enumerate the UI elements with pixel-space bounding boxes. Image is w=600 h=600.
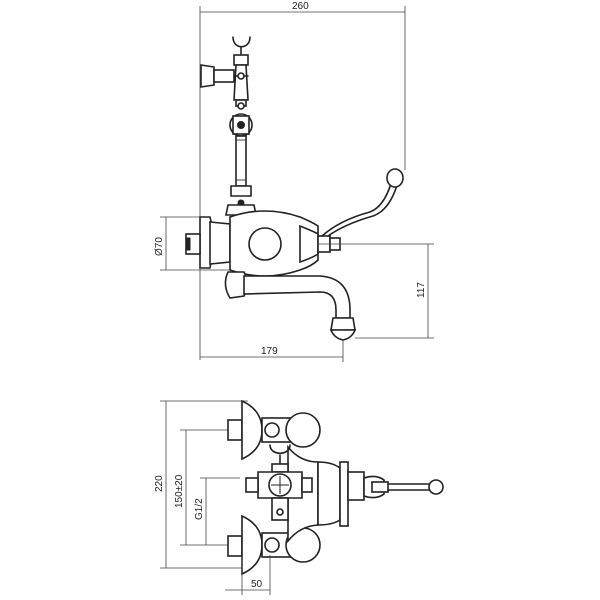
dimension-total-height: 220	[154, 400, 248, 569]
dim-260: 260	[292, 1, 309, 12]
shower-holder	[200, 36, 257, 216]
side-elevation: 260	[154, 1, 434, 362]
dim-117: 117	[416, 282, 427, 298]
front-lever	[347, 471, 444, 501]
dim-g12: G1/2	[194, 498, 205, 520]
dimension-spout-reach: 179	[200, 340, 344, 362]
dim-220: 220	[154, 475, 165, 492]
spout	[224, 271, 357, 341]
dim-179: 179	[261, 346, 278, 357]
dimension-thread: G1/2	[194, 477, 240, 545]
front-elevation: 220 150±20 G1/2	[154, 399, 444, 595]
dim-diameter: Ø70	[154, 237, 165, 256]
dimension-center-distance: 150±20	[174, 429, 240, 546]
dim-150: 150±20	[174, 474, 185, 508]
dimension-diameter: Ø70	[154, 216, 230, 271]
upper-inlet	[227, 399, 321, 461]
mixer-body	[185, 168, 404, 277]
dimension-top-width: 260	[199, 1, 406, 360]
dimension-wall-offset: 50	[225, 555, 271, 595]
front-body	[245, 444, 349, 544]
dim-50: 50	[251, 579, 263, 590]
lower-inlet	[227, 514, 321, 576]
dimension-spout-height: 117	[318, 243, 434, 339]
